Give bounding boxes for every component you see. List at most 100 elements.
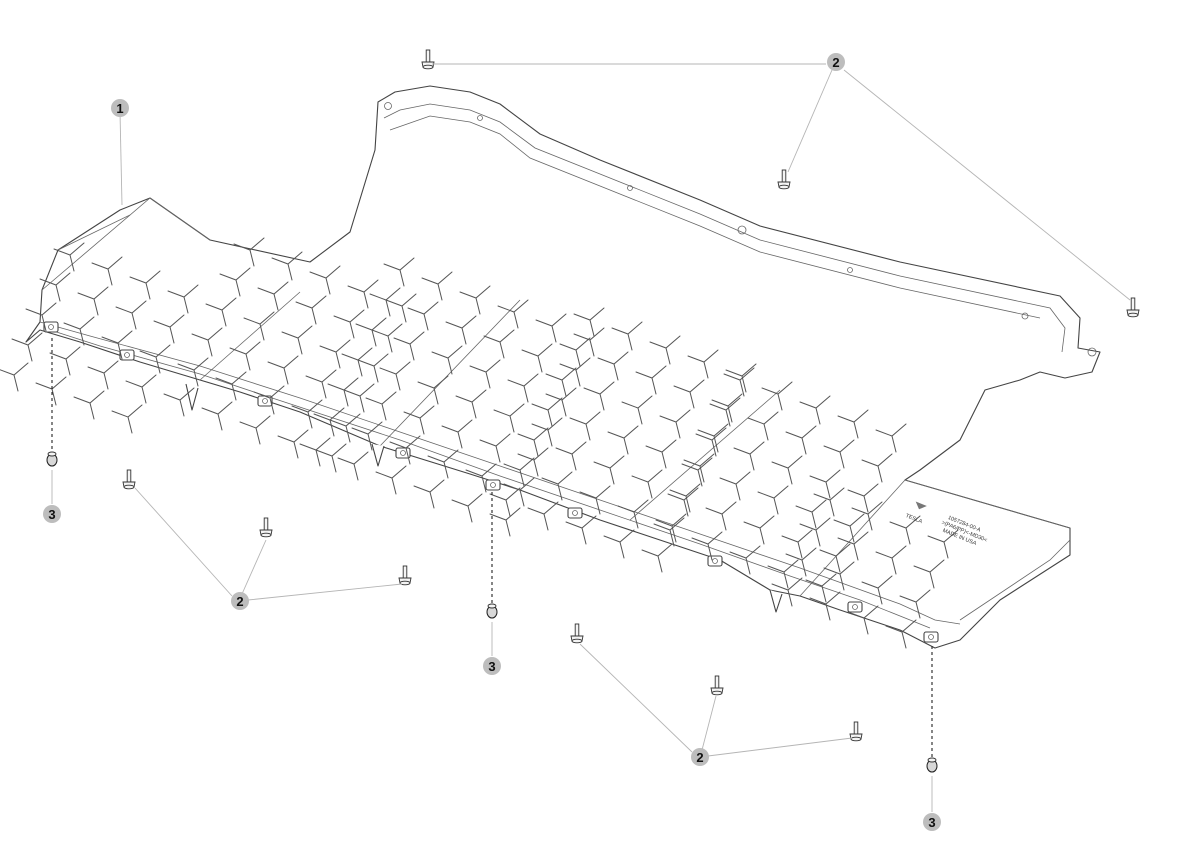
rib [333,309,365,339]
bolt [570,623,584,644]
rib [229,341,261,371]
rib [25,302,57,332]
rib [723,367,755,397]
rib [431,345,463,375]
rib [645,439,677,469]
rib [507,373,539,403]
bolt [398,565,412,586]
push-clip [46,451,58,467]
rib [885,619,917,649]
rib [215,371,247,401]
rib [253,385,285,415]
rib [681,457,713,487]
callout-2-left: 2 [231,592,249,610]
rib [469,359,501,389]
stiffening-ribs [0,237,959,649]
rib [545,367,577,397]
rib [281,325,313,355]
rib [781,529,813,559]
bolt-group [122,49,1140,742]
rib [219,267,251,297]
rib [799,517,831,547]
callout-3-left: 3 [43,505,61,523]
rib [913,559,945,589]
rail-holes [384,102,1097,357]
rib [805,573,837,603]
rib [555,441,587,471]
bolt [710,675,724,696]
rib [927,529,959,559]
rib [607,425,639,455]
bolt [122,469,136,490]
rib [441,419,473,449]
rib [851,501,883,531]
rib [493,403,525,433]
rib [413,479,445,509]
rib [691,531,723,561]
rib [129,270,161,300]
rib [489,507,521,537]
rib [899,589,931,619]
rib [365,391,397,421]
rib [315,443,347,473]
rib [705,501,737,531]
rib [541,471,573,501]
rib [819,543,851,573]
rib [761,381,793,411]
rib [719,471,751,501]
rib [351,421,383,451]
svg-text:3: 3 [48,507,55,522]
rib [635,365,667,395]
callout-2-right: 2 [691,748,709,766]
leader-lines [51,63,1131,812]
rib [167,284,199,314]
rib [517,427,549,457]
rib [683,453,715,483]
rib [697,423,729,453]
rib [483,329,515,359]
rib [655,513,687,543]
rib [375,465,407,495]
rib [291,399,323,429]
rib [357,353,389,383]
rib [603,529,635,559]
rib [579,485,611,515]
underbody-shield-panel: TESLA 1057284-00-A >(PA6/PP)<-MD30< MADE… [0,85,1101,649]
rib [875,423,907,453]
rib [729,545,761,575]
rib [489,487,521,517]
rib [673,379,705,409]
push-clip [926,757,938,773]
rib [53,242,85,272]
rib [535,313,567,343]
rib [389,435,421,465]
rib [369,287,401,317]
callout-3-right: 3 [923,813,941,831]
rib [139,344,171,374]
rib [91,256,123,286]
rib [479,433,511,463]
rib [73,390,105,420]
rib [355,317,387,347]
rib [267,355,299,385]
rib [299,437,331,467]
svg-text:3: 3 [928,815,935,830]
rib [743,515,775,545]
rib [653,517,685,547]
rib [631,469,663,499]
rib [111,404,143,434]
rib [305,369,337,399]
rib [233,237,265,267]
bolt [777,169,791,190]
rib [313,407,345,437]
rib [785,425,817,455]
callout-1: 1 [111,99,129,117]
rib [545,387,577,417]
rib [649,335,681,365]
rib [327,377,359,407]
rib [531,417,563,447]
rib [771,577,803,607]
bolt [259,517,273,538]
rib [503,477,535,507]
